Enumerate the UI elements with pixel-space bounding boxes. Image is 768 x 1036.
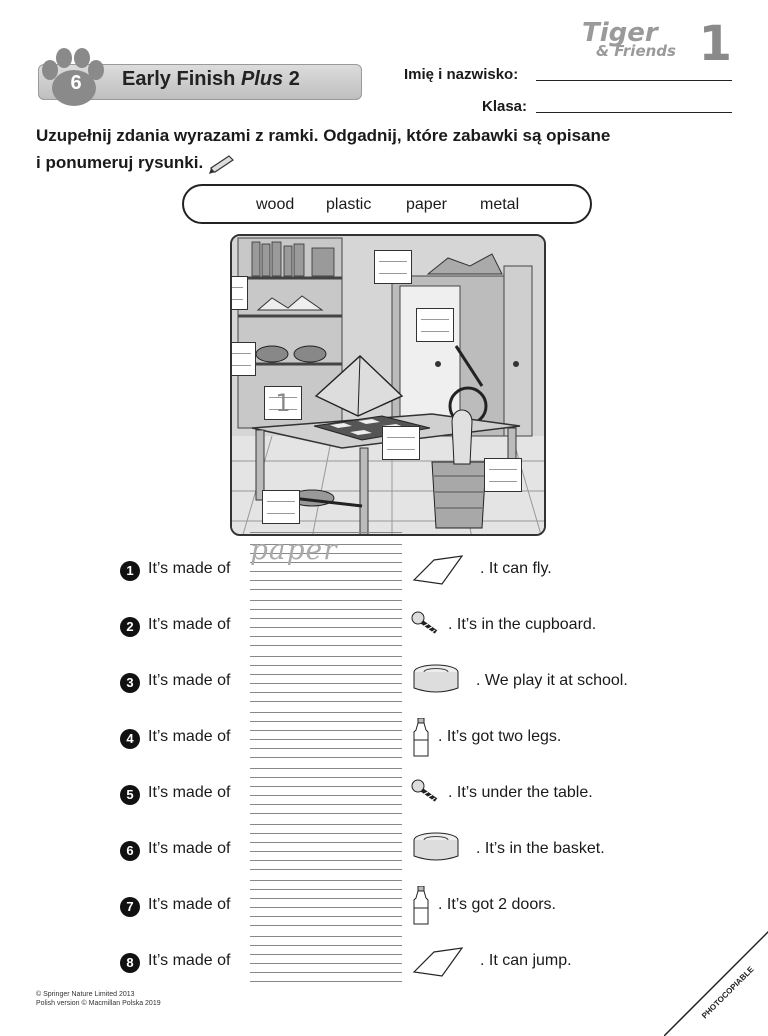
copyright: © Springer Nature Limited 2013 Polish ve… — [36, 990, 161, 1008]
example-answer: paper — [250, 532, 402, 566]
sentence-clue: . It’s in the basket. — [476, 840, 605, 857]
class-label: Klasa: — [482, 98, 528, 115]
sentence-number: 3 — [120, 673, 140, 693]
title-italic: Plus — [240, 68, 284, 90]
sentence-clue: . It can jump. — [480, 952, 572, 969]
sentence-lead: It’s made of — [148, 616, 231, 633]
class-field[interactable] — [536, 112, 732, 113]
metal-screw-icon — [411, 779, 438, 802]
writing-lines[interactable] — [250, 600, 402, 654]
label-box[interactable] — [484, 458, 522, 492]
sentence-row-8: 8 It’s made of . It can jump. — [120, 936, 680, 1002]
word-metal: metal — [480, 196, 520, 213]
tiger-friends-logo: Tiger & Friends 1 — [582, 14, 732, 74]
writing-lines[interactable] — [250, 712, 402, 766]
plastic-bottle-icon — [413, 718, 429, 757]
word-box: wood plastic paper metal — [182, 184, 592, 224]
writing-lines[interactable] — [250, 656, 402, 710]
logo-tiger-text: Tiger — [582, 18, 658, 48]
label-box[interactable] — [416, 308, 454, 342]
sentence-row-7: 7 It’s made of . It’s got 2 doors. — [120, 880, 680, 946]
instruction: Uzupełnij zdania wyrazami z ramki. Odgad… — [36, 122, 736, 176]
sentence-number: 2 — [120, 617, 140, 637]
writing-lines[interactable]: paper — [250, 532, 402, 598]
instruction-line-1: Uzupełnij zdania wyrazami z ramki. Odgad… — [36, 126, 611, 145]
title-prefix: Early Finish — [122, 68, 241, 90]
sentence-number: 4 — [120, 729, 140, 749]
title-suffix: 2 — [283, 68, 300, 90]
sentence-lead: It’s made of — [148, 840, 231, 857]
sentence-row-3: 3 It’s made of . We play it at school. — [120, 656, 680, 722]
sentence-row-1: 1 It’s made of paper . It can fly. — [120, 532, 680, 610]
sentence-clue: . We play it at school. — [476, 672, 628, 689]
writing-lines[interactable] — [250, 768, 402, 822]
plastic-bottle-icon — [413, 886, 429, 925]
logo-friends-text: & Friends — [596, 42, 676, 60]
writing-lines[interactable] — [250, 824, 402, 878]
sentence-number: 7 — [120, 897, 140, 917]
writing-lines[interactable] — [250, 936, 402, 990]
sentence-lead: It’s made of — [148, 728, 231, 745]
name-field[interactable] — [536, 80, 732, 81]
sentence-row-5: 5 It’s made of . It’s under the table. — [120, 768, 680, 834]
sentence-row-6: 6 It’s made of . It’s in the basket. — [120, 824, 680, 890]
sentence-clue: . It’s in the cupboard. — [448, 616, 597, 633]
instruction-line-2: i ponumeruj rysunki. — [36, 153, 204, 172]
sentence-lead: It’s made of — [148, 896, 231, 913]
label-box[interactable] — [382, 426, 420, 460]
sentence-row-2: 2 It’s made of . It’s in the cupboard. — [120, 600, 680, 666]
paper-icon — [412, 947, 464, 977]
sentence-lead: It’s made of — [148, 952, 231, 969]
sentence-number: 6 — [120, 841, 140, 861]
word-wood: wood — [256, 196, 295, 213]
paw-icon — [42, 48, 104, 106]
sentence-clue: . It’s got two legs. — [438, 728, 562, 745]
sentence-row-4: 4 It’s made of . It’s got two legs. — [120, 712, 680, 778]
sentence-clue: . It can fly. — [480, 560, 552, 577]
toy-room-illustration: 1 — [230, 234, 546, 536]
name-label: Imię i nazwisko: — [404, 66, 519, 83]
sentence-number: 5 — [120, 785, 140, 805]
sentence-number: 8 — [120, 953, 140, 973]
pencil-icon — [209, 154, 235, 174]
label-box[interactable] — [232, 342, 256, 376]
sentence-number: 1 — [120, 561, 140, 581]
label-box[interactable] — [262, 490, 300, 524]
page-title: Early Finish Plus 2 — [122, 68, 300, 91]
sentence-lead: It’s made of — [148, 560, 231, 577]
writing-lines[interactable] — [250, 880, 402, 934]
wood-log-icon — [413, 664, 459, 693]
copyright-line-2: Polish version © Macmillan Polska 2019 — [36, 1000, 161, 1007]
word-paper: paper — [406, 196, 447, 213]
logo-level-number: 1 — [698, 16, 732, 72]
metal-screw-icon — [411, 611, 438, 634]
label-box-example[interactable]: 1 — [264, 386, 302, 420]
label-box[interactable] — [374, 250, 412, 284]
sentence-lead: It’s made of — [148, 784, 231, 801]
wood-log-icon — [413, 832, 459, 861]
sentence-clue: . It’s under the table. — [448, 784, 593, 801]
label-box[interactable] — [232, 276, 248, 310]
photocopiable-corner — [664, 930, 768, 1036]
sentence-clue: . It’s got 2 doors. — [438, 896, 556, 913]
label-example-number: 1 — [275, 389, 291, 417]
sentence-lead: It’s made of — [148, 672, 231, 689]
word-plastic: plastic — [326, 196, 372, 213]
copyright-line-1: © Springer Nature Limited 2013 — [36, 991, 135, 998]
paper-icon — [412, 555, 464, 585]
